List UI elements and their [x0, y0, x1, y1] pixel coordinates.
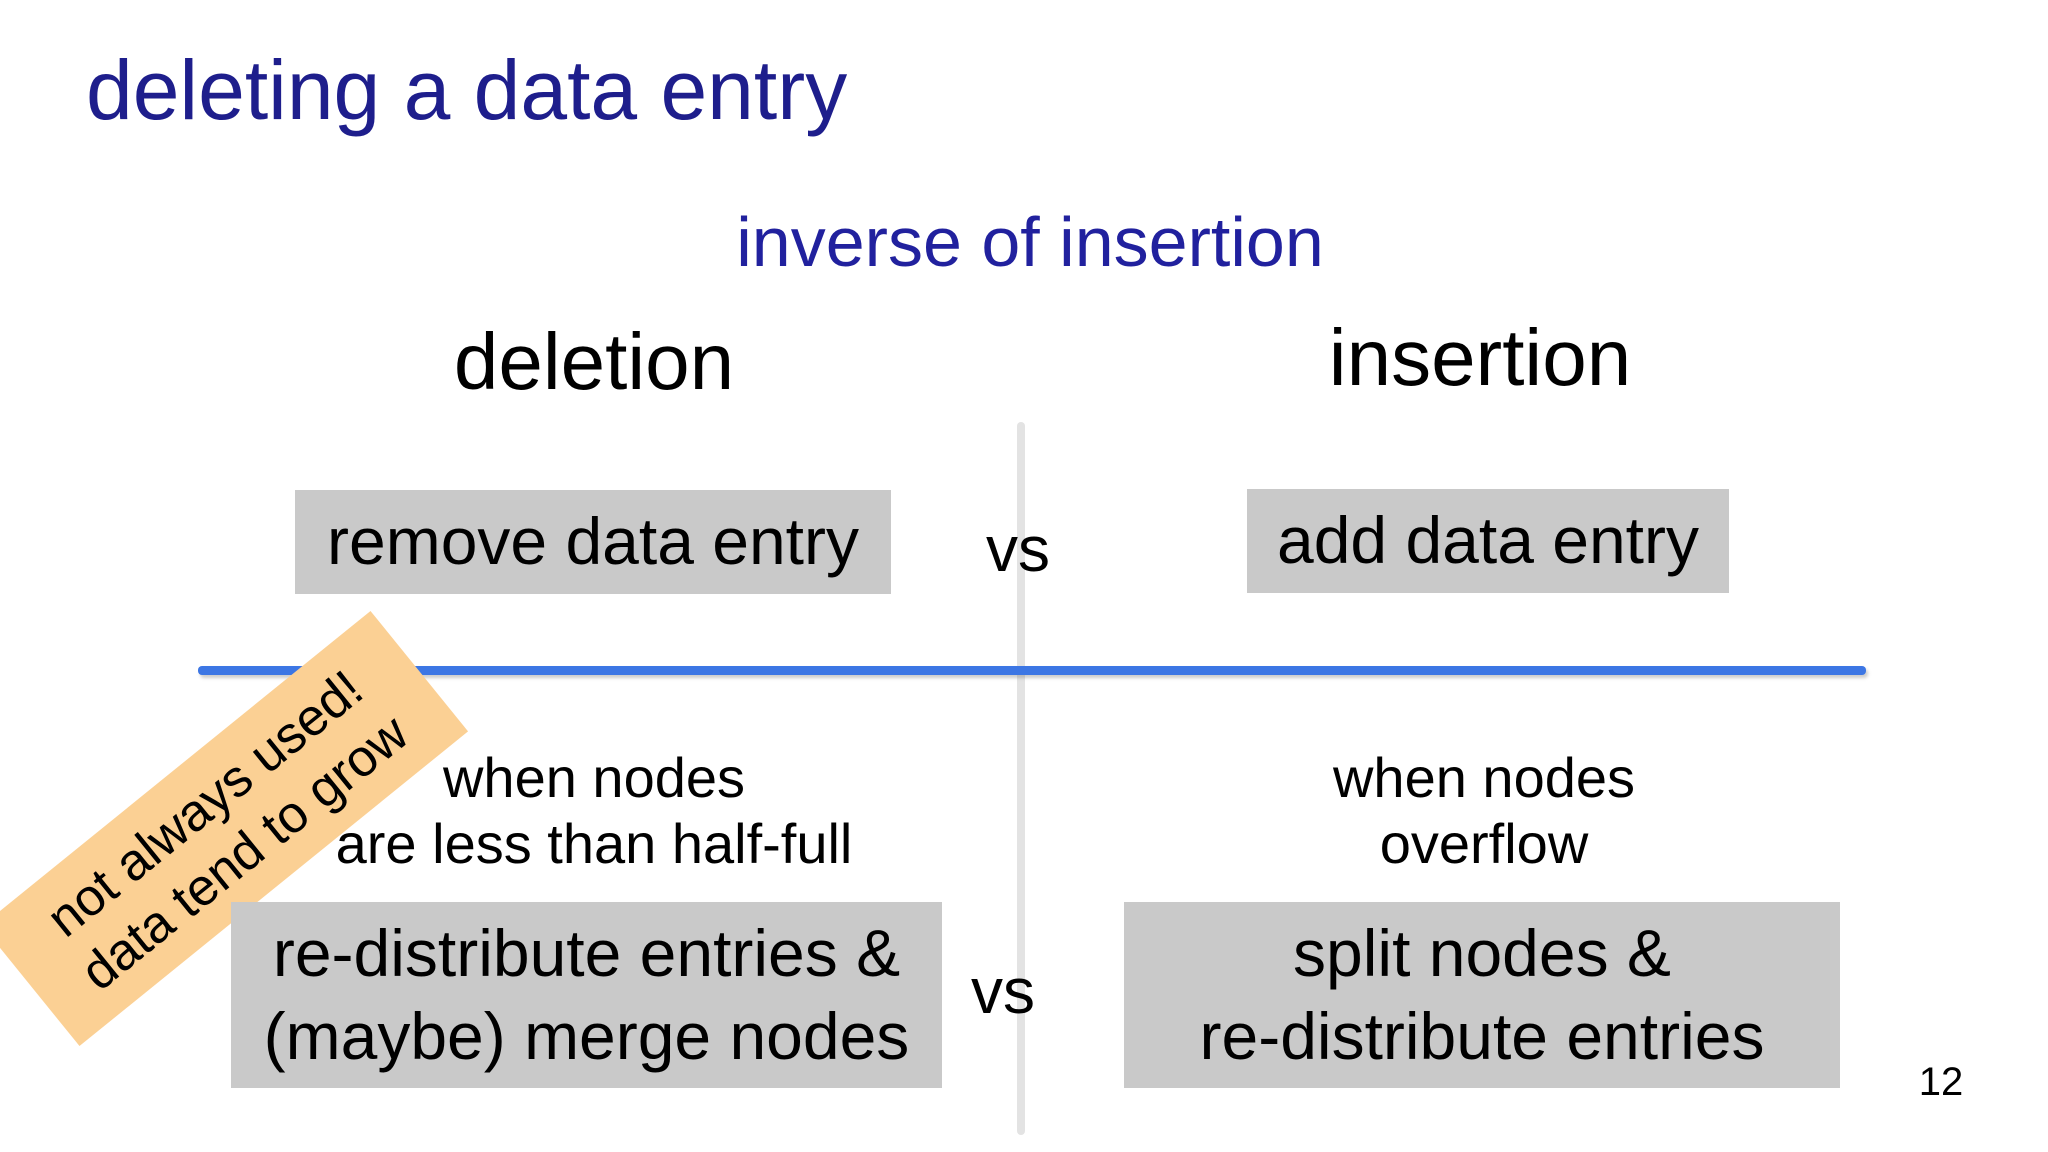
deletion-condition-text: when nodes are less than half-full	[244, 745, 944, 876]
insertion-condition-line1: when nodes	[1332, 746, 1635, 809]
split-redistribute-line2: re-distribute entries	[1199, 999, 1765, 1073]
column-header-insertion: insertion	[1328, 313, 1632, 402]
deletion-condition-line2: are less than half-full	[335, 811, 853, 875]
add-data-entry-box: add data entry	[1247, 489, 1729, 593]
page-title: deleting a data entry	[86, 43, 848, 137]
horizontal-divider-line	[198, 666, 1866, 675]
redistribute-merge-line2: (maybe) merge nodes	[263, 999, 910, 1073]
vs-label-bottom: vs	[971, 955, 1035, 1027]
slide-subtitle: inverse of insertion	[736, 203, 1324, 281]
redistribute-merge-box: re-distribute entries & (maybe) merge no…	[231, 902, 942, 1088]
vertical-divider-line	[1017, 422, 1025, 1135]
column-header-deletion: deletion	[453, 317, 735, 406]
split-redistribute-line1: split nodes &	[1293, 915, 1671, 990]
add-data-entry-label: add data entry	[1277, 503, 1699, 578]
insertion-condition-text: when nodes overflow	[1134, 745, 1834, 876]
insertion-condition-line2: overflow	[1379, 811, 1589, 875]
page-number: 12	[1918, 1060, 1964, 1104]
remove-data-entry-box: remove data entry	[295, 490, 891, 594]
vs-label-top: vs	[986, 513, 1050, 585]
split-redistribute-box: split nodes & re-distribute entries	[1124, 902, 1840, 1088]
redistribute-merge-line1: re-distribute entries &	[272, 915, 901, 990]
remove-data-entry-label: remove data entry	[327, 504, 859, 579]
deletion-condition-line1: when nodes	[442, 746, 745, 809]
